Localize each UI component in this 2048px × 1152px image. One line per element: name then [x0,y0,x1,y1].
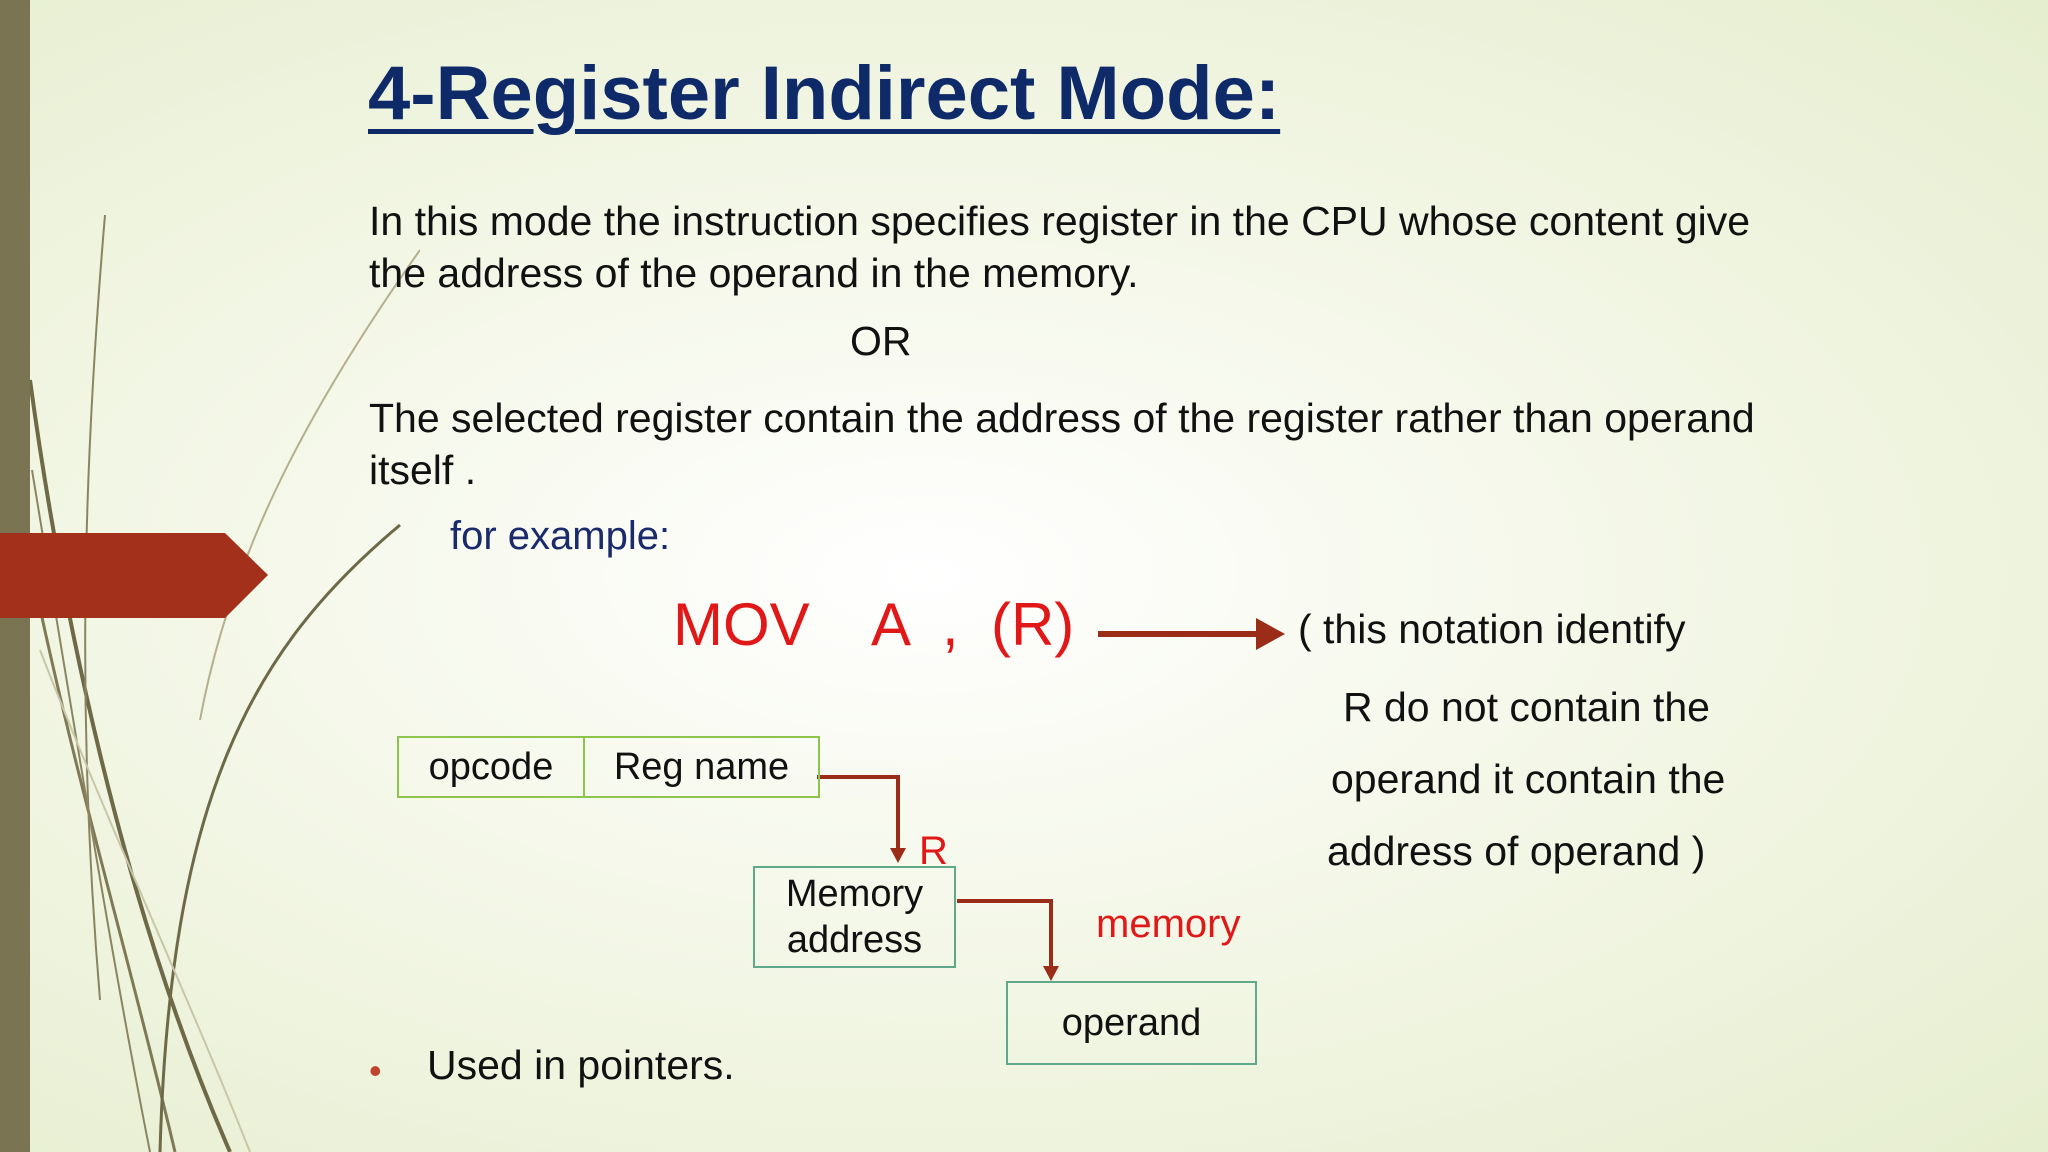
notation-note-line-2: R do not contain the [1343,684,1710,730]
definition-2-line-1: The selected register contain the addres… [369,395,1755,441]
bullet-marker: • [369,1050,382,1091]
operand-box: operand [1006,981,1257,1065]
side-arrow-tab [0,533,268,618]
memory-address-box: Memory address [753,866,956,968]
reg-name-label: Reg name [613,745,790,788]
opcode-label: opcode [428,745,554,788]
notation-arrow [1098,618,1285,650]
example-label: for example: [450,514,671,558]
bullet-item: Used in pointers. [427,1042,735,1088]
definition-paragraph-2: The selected register contain the addres… [369,392,1755,496]
instruction-comma: , [942,591,959,658]
definition-1-line-2: the address of the operand in the memory… [369,250,1139,296]
notation-note-line-3: operand it contain the [1331,756,1726,802]
notation-note-line-4: address of operand ) [1327,828,1706,874]
definition-2-line-2: itself . [369,447,477,493]
instruction-operand-a: A [871,591,912,658]
instruction-operand-r: (R) [991,591,1075,658]
memory-label: memory [1096,902,1241,946]
reg-name-box: Reg name [583,736,820,798]
instruction-mnemonic: MOV [673,591,810,658]
definition-paragraph-1: In this mode the instruction specifies r… [369,195,1750,299]
notation-note-line-1: ( this notation identify [1298,606,1686,652]
memory-address-line-2: address [786,919,923,961]
reg-to-memory-arrow [817,775,906,863]
memory-to-operand-arrow [957,899,1059,981]
slide-title: 4-Register Indirect Mode: [368,51,1281,136]
definition-1-line-1: In this mode the instruction specifies r… [369,198,1751,244]
memory-address-line-1: Memory [785,873,924,915]
r-label: R [919,829,948,873]
or-separator: OR [850,318,912,364]
operand-label: operand [1061,1001,1202,1044]
opcode-box: opcode [397,736,585,798]
